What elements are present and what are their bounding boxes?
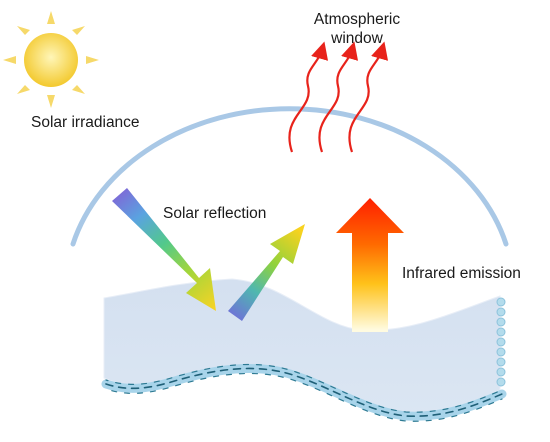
fiber-edge	[496, 297, 506, 387]
fabric-layer	[103, 278, 501, 416]
atmospheric-escape-arrow-icon	[288, 41, 389, 153]
solar-ray-arrow-icon	[112, 188, 216, 311]
infrared-emission-arrow-icon	[336, 198, 404, 332]
atmospheric-window-line1: Atmospheric	[313, 11, 401, 28]
woven-fibers	[101, 363, 507, 422]
reflected-ray-arrow-icon	[228, 224, 305, 321]
sun-icon	[3, 11, 99, 108]
atmospheric-window-line2: window	[331, 30, 383, 47]
infrared-emission-label: Infrared emission	[402, 265, 521, 282]
sky-arc	[70, 106, 509, 247]
atmospheric-window-label: Atmospheric window	[300, 10, 414, 48]
solar-reflection-label: Solar reflection	[163, 205, 267, 222]
solar-irradiance-label: Solar irradiance	[31, 114, 140, 131]
